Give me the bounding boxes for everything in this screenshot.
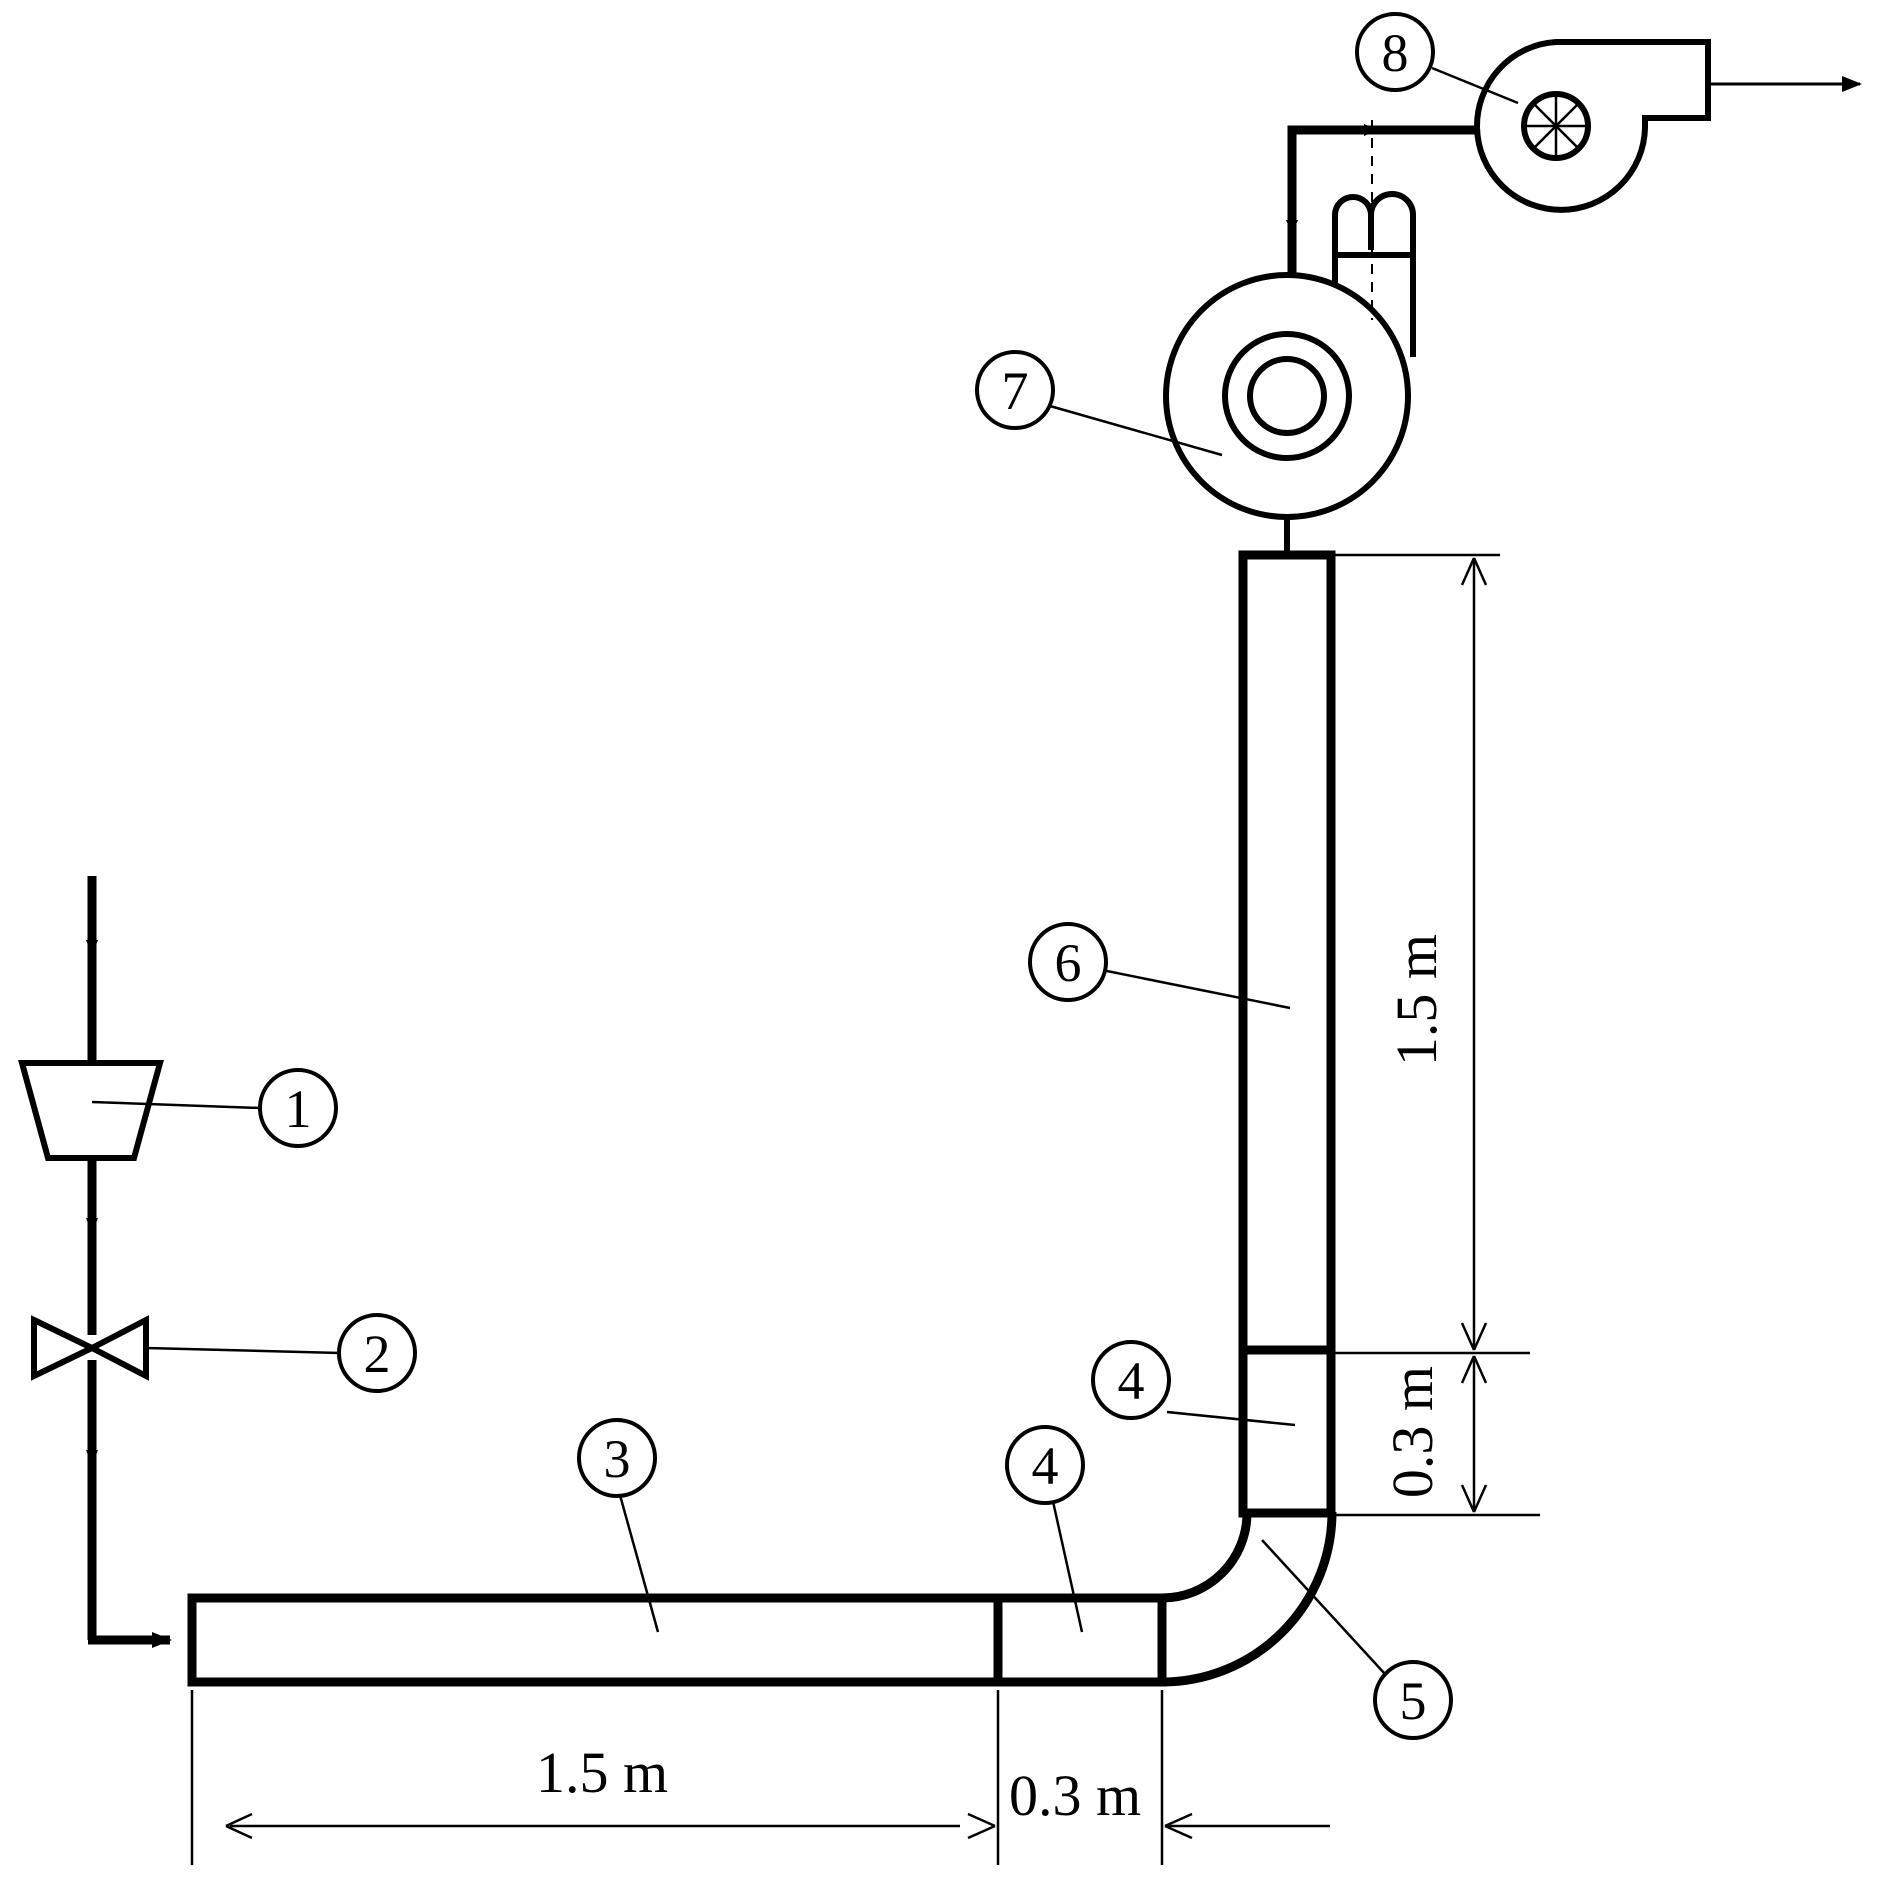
callout-3-label: 3 [604,1429,631,1489]
elbow-bend [1161,1511,1337,1687]
callout-8: 8 [1355,12,1435,92]
leader-lines [91,66,1519,1675]
dimension-vertical-short: 0.3 m [1380,1366,1445,1498]
callout-4-vertical: 4 [1091,1340,1171,1420]
horizontal-pipe [187,1593,1167,1687]
callout-1-label: 1 [285,1079,312,1139]
dimension-horizontal-short: 0.3 m [1009,1763,1141,1828]
dimension-vertical-main: 1.5 m [1384,934,1449,1066]
callout-4-vertical-label: 4 [1118,1351,1145,1411]
flowmeter [18,1060,164,1161]
dimension-lines [190,553,1540,1865]
callout-4-horizontal-label: 4 [1032,1436,1059,1496]
cyclone-separator [1163,120,1416,555]
callout-6: 6 [1028,922,1108,1002]
callout-2-label: 2 [364,1324,391,1384]
callout-5-label: 5 [1400,1671,1427,1731]
callout-7-label: 7 [1002,361,1029,421]
callout-3: 3 [577,1418,657,1498]
callout-4-horizontal: 4 [1005,1425,1085,1505]
callout-8-label: 8 [1382,23,1409,83]
fan-blade-icon [1526,96,1586,156]
fan [1474,39,1862,213]
vertical-pipe [1238,550,1336,1518]
callout-5: 5 [1373,1660,1453,1740]
callout-7: 7 [975,350,1055,430]
outlet-duct [1286,124,1476,275]
callout-6-label: 6 [1055,933,1082,993]
callout-2: 2 [337,1313,417,1393]
callout-1: 1 [258,1068,338,1148]
inlet-pipe [86,876,172,1648]
dimension-horizontal-main: 1.5 m [536,1740,668,1805]
